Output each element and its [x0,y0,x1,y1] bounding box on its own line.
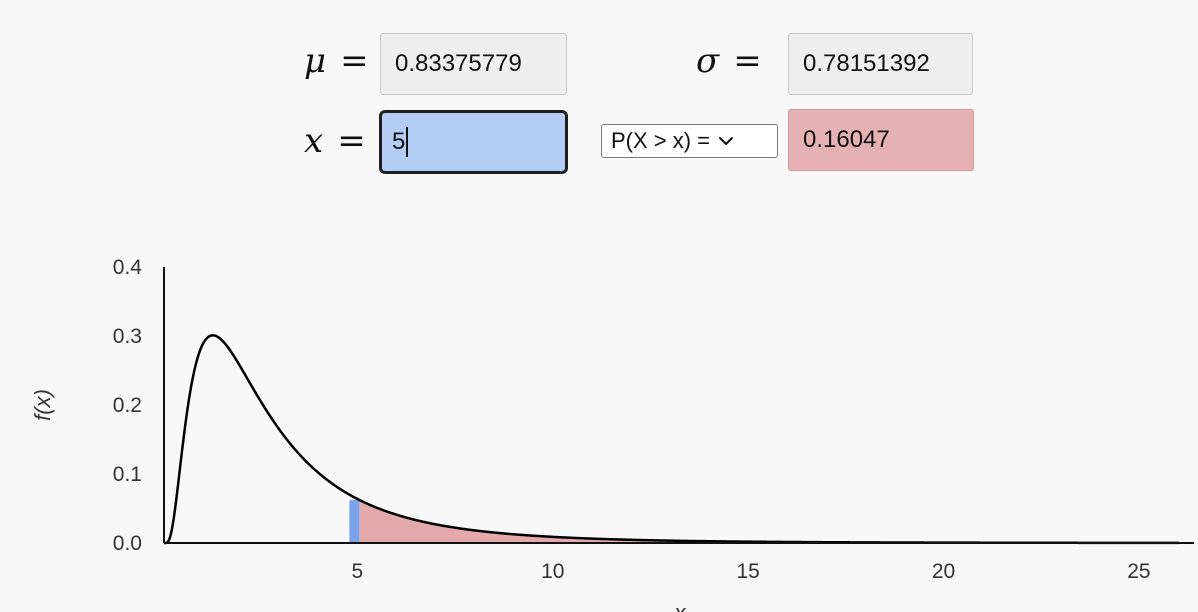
x-axis-label: x [674,600,687,612]
sigma-value: 0.78151392 [803,50,930,77]
x-tick-labels: 5 10 15 20 25 [352,560,1151,583]
x-tick-label: 10 [541,560,564,583]
sigma-label: σ= [696,44,762,78]
probability-type-selected: P(X > x) = [611,128,711,153]
y-tick-label: 0.3 [113,325,142,348]
density-curve-line [164,334,1180,545]
x-equals: = [337,121,366,161]
sigma-input[interactable]: 0.78151392 [788,33,973,95]
probability-value: 0.16047 [803,126,890,153]
parameter-controls: μ= 0.83375779 σ= 0.78151392 x= 5 P(X > x… [0,0,1198,200]
x-label: x= [304,124,366,158]
probability-type-select[interactable]: P(X > x) = [601,124,778,158]
sigma-equals: = [733,41,762,81]
x-input[interactable]: 5 [379,110,568,174]
sigma-symbol: σ [696,41,720,81]
x-marker [349,499,360,543]
chevron-down-icon [719,137,734,145]
probability-output: 0.16047 [788,109,974,171]
chart-axes [163,267,1194,544]
tail-area [359,499,1180,543]
x-symbol: x [304,121,324,161]
text-cursor [406,127,409,157]
mu-input[interactable]: 0.83375779 [380,33,567,95]
mu-equals: = [340,41,369,81]
y-tick-label: 0.2 [113,394,142,417]
mu-value: 0.83375779 [395,50,522,77]
y-tick-labels: 0.0 0.1 0.2 0.3 0.4 [113,256,143,555]
x-tick-label: 25 [1127,560,1150,583]
mu-symbol: μ [304,41,327,81]
y-tick-label: 0.0 [113,532,142,555]
y-tick-label: 0.1 [113,463,142,486]
x-tick-label: 15 [736,560,759,583]
mu-label: μ= [304,44,369,78]
y-axis-label: f(x) [30,389,55,421]
x-value: 5 [392,128,406,155]
x-marker-band [349,499,360,543]
x-tick-label: 5 [352,560,364,583]
tail-area-fill [359,499,1180,543]
y-tick-label: 0.4 [113,256,143,279]
x-tick-label: 20 [932,560,955,583]
density-curve [164,334,1180,545]
